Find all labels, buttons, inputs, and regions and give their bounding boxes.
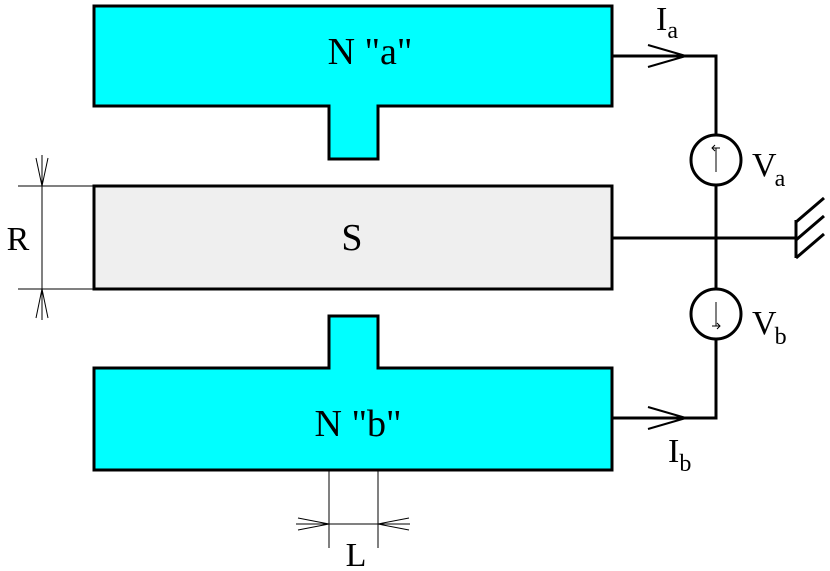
voltage-b-label: Vb xyxy=(752,305,787,350)
circuit-wires xyxy=(612,54,798,420)
dimension-l-label: L xyxy=(346,537,367,571)
ground-icon xyxy=(794,196,825,260)
superconductor-label: S xyxy=(341,217,362,259)
dimension-r-label: R xyxy=(7,221,30,258)
superconductor xyxy=(92,184,614,291)
current-b-label: Ib xyxy=(668,433,691,477)
current-b-arrow-icon xyxy=(647,406,690,430)
electrode-a xyxy=(92,4,614,161)
electrode-b-label: N "b" xyxy=(315,403,402,445)
electrode-a-label: N "a" xyxy=(328,31,413,73)
current-a-label: Ia xyxy=(656,1,678,44)
current-a-arrow-icon xyxy=(647,44,690,68)
voltmeter-a xyxy=(689,133,743,187)
dimension-r xyxy=(18,155,94,320)
dimension-l xyxy=(296,470,410,548)
electrode-b xyxy=(92,314,614,472)
voltage-a-label: Va xyxy=(752,147,786,192)
voltmeter-b xyxy=(689,287,743,341)
